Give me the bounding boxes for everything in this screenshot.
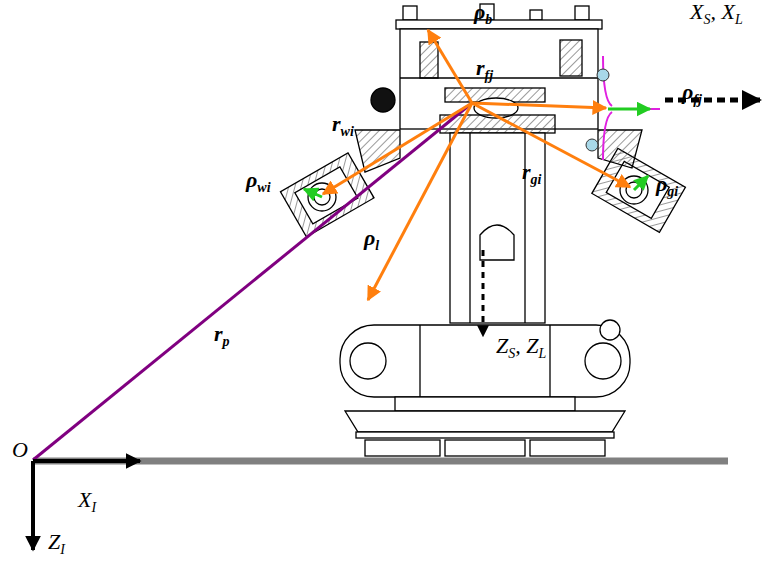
position-vector bbox=[33, 103, 472, 460]
axis-label: ZS, ZL bbox=[494, 334, 548, 361]
vector-label: ρfj bbox=[680, 80, 704, 107]
axis-label: O bbox=[10, 438, 30, 462]
contact-dot bbox=[586, 139, 598, 151]
axis-label: ZI bbox=[46, 530, 67, 557]
offset-vectors bbox=[304, 109, 650, 197]
axis-label: XS, XL bbox=[688, 0, 745, 27]
vector-label: ρl bbox=[362, 226, 381, 253]
contact-dot bbox=[597, 69, 609, 81]
vector-label: rfj bbox=[474, 56, 495, 83]
vector-label: ρb bbox=[472, 0, 494, 27]
vector-label: ρwi bbox=[244, 168, 273, 195]
vector-label: rgi bbox=[520, 160, 543, 187]
inertial-z-axis bbox=[31, 461, 35, 550]
robot-body bbox=[280, 4, 685, 456]
ground-line bbox=[33, 458, 728, 465]
body-z-axis bbox=[482, 250, 485, 336]
vector-label: ρgi bbox=[654, 172, 680, 199]
body-vectors bbox=[323, 30, 630, 300]
axis-label: XI bbox=[76, 488, 98, 515]
body-x-axis bbox=[665, 98, 760, 103]
vector-label: rp bbox=[212, 322, 232, 349]
vector-label: rwi bbox=[330, 112, 356, 139]
inertial-x-axis bbox=[33, 459, 140, 463]
